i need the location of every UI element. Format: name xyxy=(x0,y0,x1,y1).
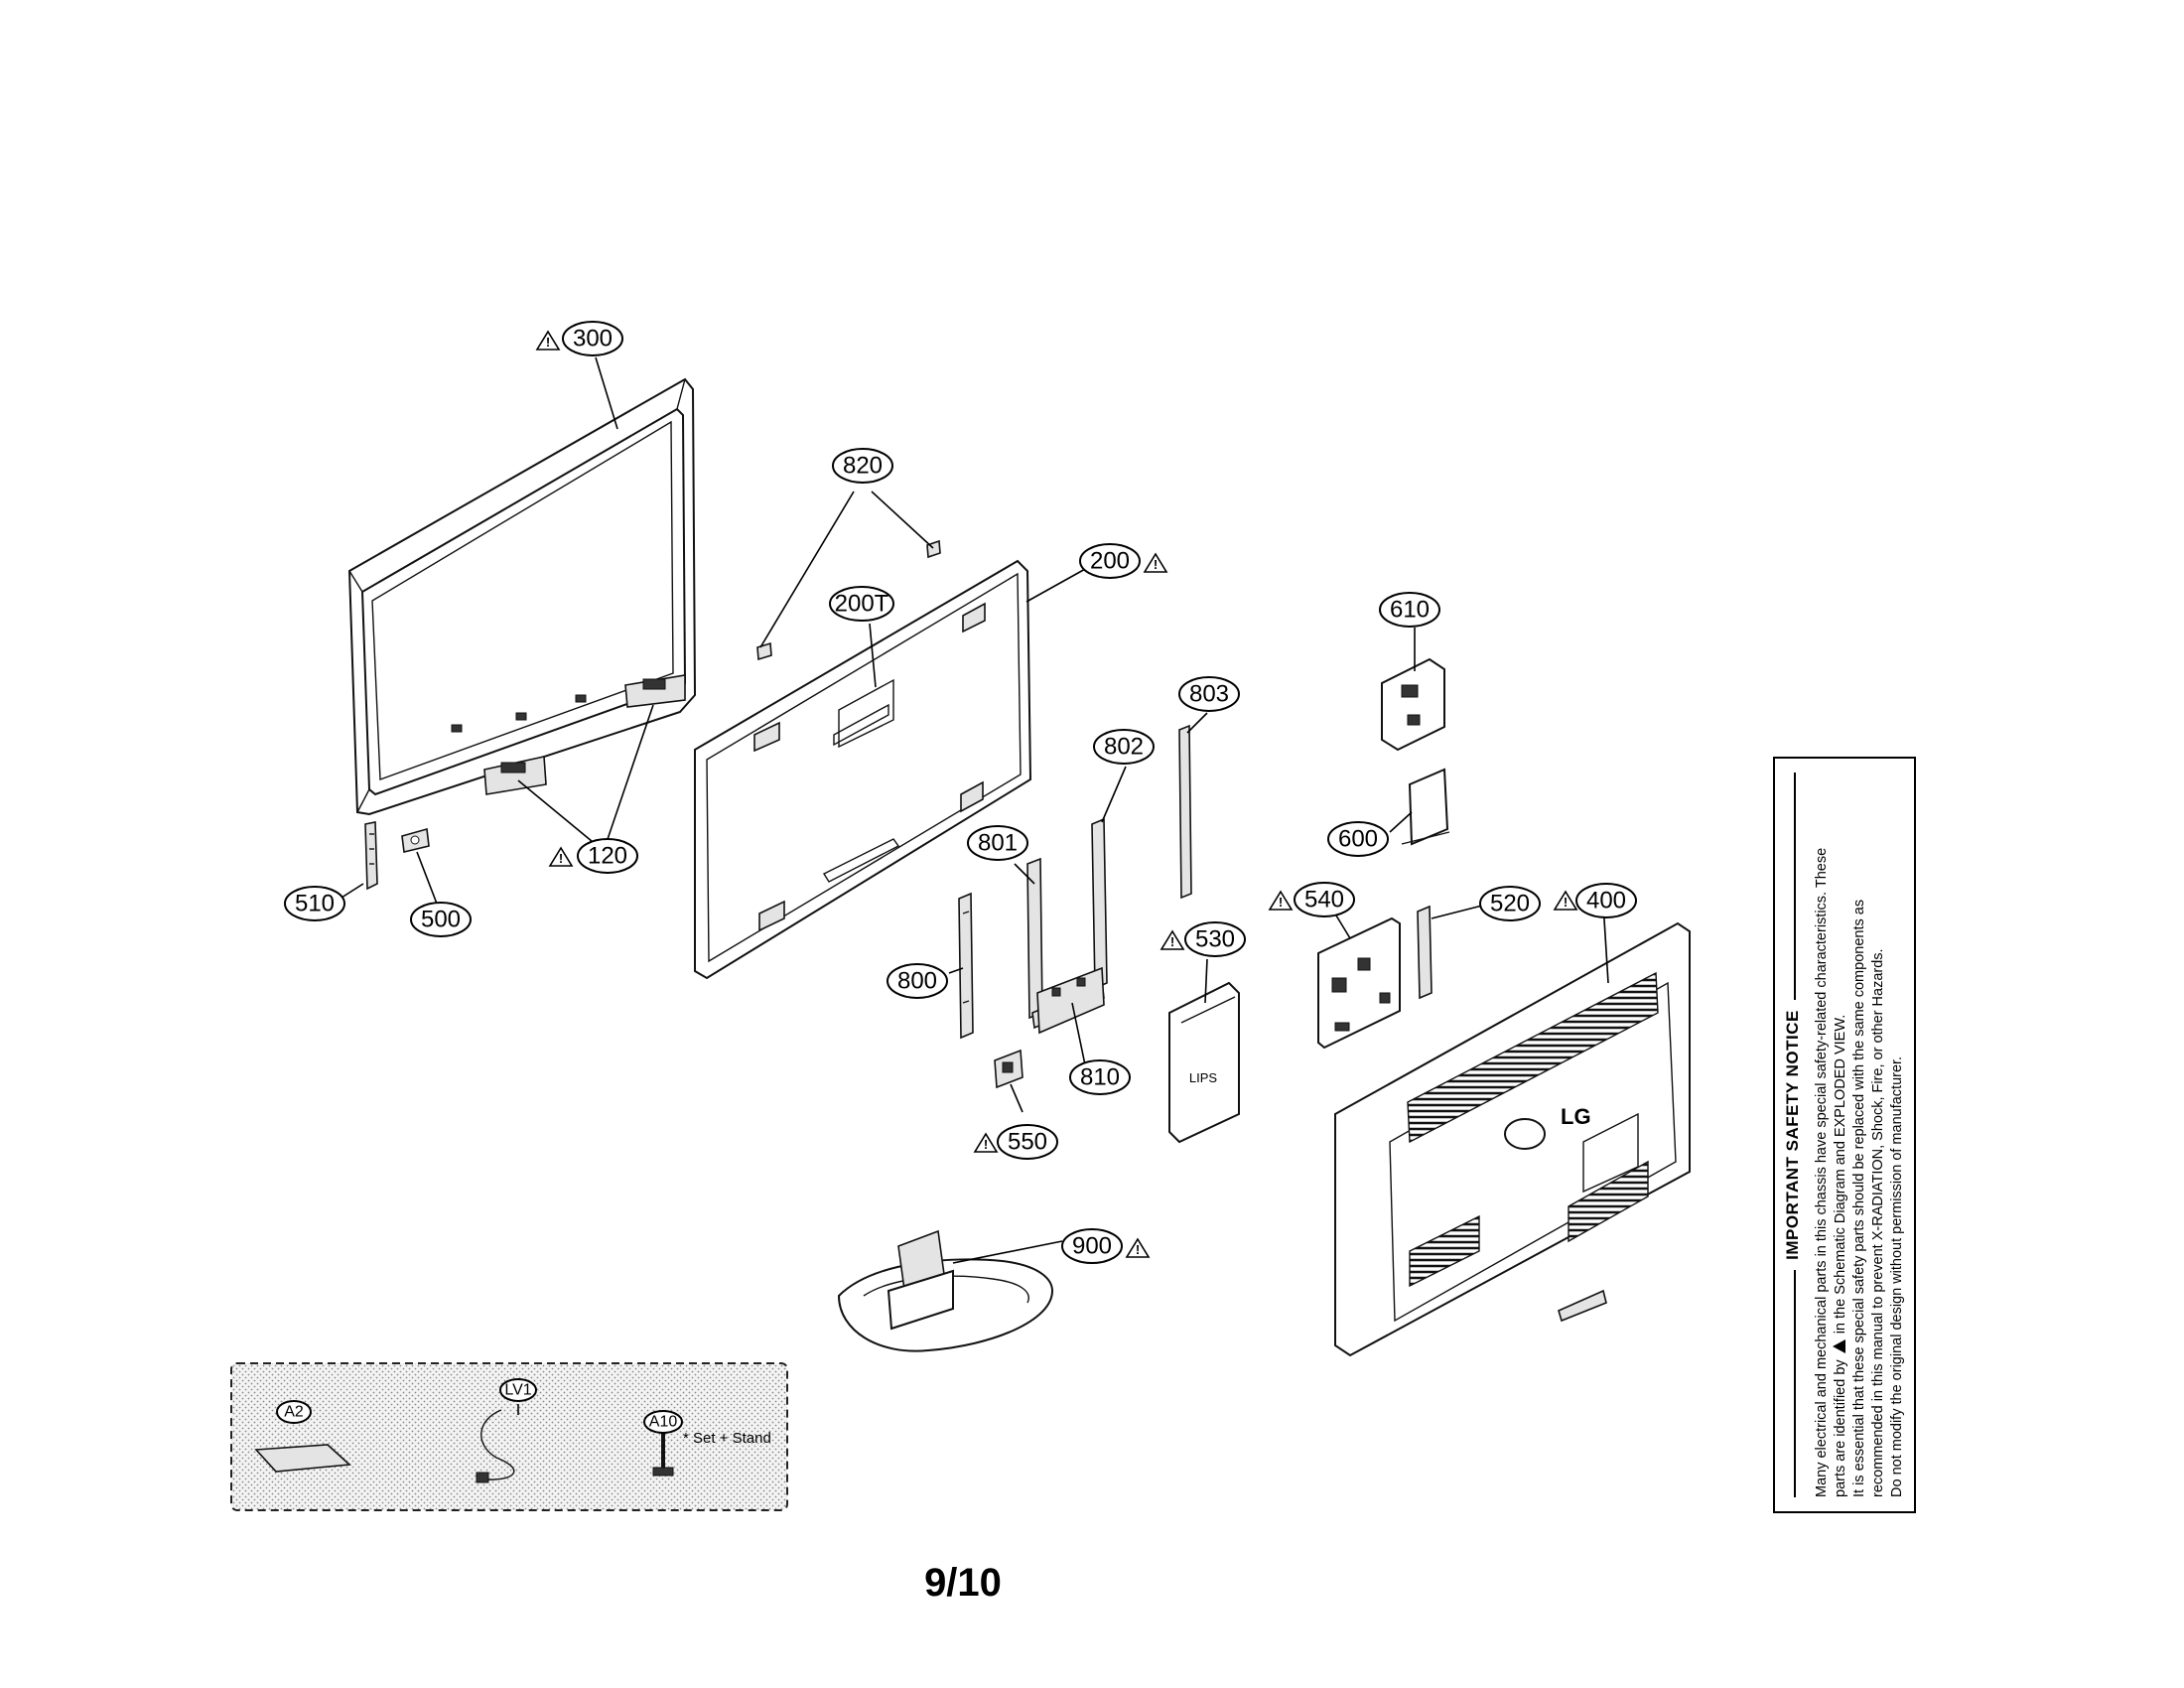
callout-600: 600 xyxy=(1327,821,1389,857)
svg-text:200: 200 xyxy=(1090,548,1130,575)
part-500 xyxy=(401,827,430,853)
svg-text:820: 820 xyxy=(843,453,883,480)
frame-810-part xyxy=(1036,966,1105,1035)
warning-triangle-icon xyxy=(1833,1339,1845,1354)
page-number: 9/10 xyxy=(924,1561,1002,1605)
svg-text:400: 400 xyxy=(1586,888,1626,914)
rear-cover-400-part: LG xyxy=(1334,921,1691,1357)
lcd-panel-part xyxy=(694,559,1032,980)
svg-text:803: 803 xyxy=(1189,681,1229,708)
svg-text:!: ! xyxy=(1136,1242,1140,1257)
accessories-box xyxy=(230,1362,788,1511)
callout-520: 520 xyxy=(1479,886,1541,921)
frame-802-part xyxy=(1091,817,1108,990)
stand-900-part xyxy=(837,1229,1054,1352)
callout-801: 801 xyxy=(967,825,1028,861)
part-520 xyxy=(1417,905,1433,1000)
control-key-part xyxy=(483,674,686,795)
callout-610: 610 xyxy=(1379,592,1440,628)
callout-800: 800 xyxy=(887,963,948,999)
rear-cover-logo: LG xyxy=(1561,1104,1591,1129)
frame-800-part xyxy=(958,892,974,1040)
callout-803: 803 xyxy=(1178,676,1240,712)
callout-400: ! 400 xyxy=(1553,883,1637,918)
svg-text:!: ! xyxy=(1279,895,1283,910)
safety-notice-title: IMPORTANT SAFETY NOTICE xyxy=(1783,759,1803,1511)
svg-text:120: 120 xyxy=(588,843,627,870)
safety-notice-box: IMPORTANT SAFETY NOTICE Many electrical … xyxy=(1773,757,1916,1513)
callout-A2: A2 xyxy=(276,1400,312,1424)
svg-text:520: 520 xyxy=(1490,891,1530,917)
svg-text:800: 800 xyxy=(897,968,937,995)
svg-text:900: 900 xyxy=(1072,1233,1112,1260)
speaker-550-part xyxy=(994,1049,1024,1089)
callout-540: ! 540 xyxy=(1268,882,1355,917)
callout-510: 510 xyxy=(284,886,345,921)
svg-text:300: 300 xyxy=(573,326,613,352)
svg-text:!: ! xyxy=(559,851,563,866)
main-board-540-part xyxy=(1317,916,1401,1050)
callout-530: ! 530 xyxy=(1160,921,1246,957)
part-510 xyxy=(364,821,378,891)
svg-text:801: 801 xyxy=(978,830,1018,857)
svg-text:!: ! xyxy=(1170,934,1174,949)
svg-text:200T: 200T xyxy=(835,591,889,618)
callout-550: ! 550 xyxy=(973,1124,1058,1160)
callout-LV1: LV1 xyxy=(499,1378,537,1402)
callout-A10: A10 xyxy=(643,1410,683,1434)
svg-text:!: ! xyxy=(984,1137,988,1152)
callout-500: 500 xyxy=(410,902,472,937)
frame-803-part xyxy=(1178,724,1192,900)
callout-200T: 200T xyxy=(829,586,894,622)
svg-text:!: ! xyxy=(546,335,550,350)
svg-text:!: ! xyxy=(1564,895,1568,910)
accessory-a2-part xyxy=(254,1444,351,1473)
callout-802: 802 xyxy=(1093,729,1155,765)
svg-text:802: 802 xyxy=(1104,734,1144,761)
psu-marking: LIPS xyxy=(1189,1070,1218,1085)
svg-text:610: 610 xyxy=(1390,597,1430,624)
power-supply-530-part: LIPS xyxy=(1168,981,1240,1144)
accessory-lv1-part xyxy=(480,1409,515,1480)
callout-120: ! 120 xyxy=(548,838,638,874)
front-bezel-part xyxy=(347,377,697,816)
svg-text:LV1: LV1 xyxy=(504,1382,531,1399)
accessory-note: * Set + Stand xyxy=(683,1430,771,1447)
svg-text:530: 530 xyxy=(1195,926,1235,953)
part-600 xyxy=(1401,768,1450,846)
callout-200: 200 ! xyxy=(1079,543,1168,579)
svg-text:510: 510 xyxy=(295,891,335,917)
svg-text:550: 550 xyxy=(1008,1129,1047,1156)
callout-820: 820 xyxy=(832,448,893,484)
safety-notice-body: Many electrical and mechanical parts in … xyxy=(1814,847,1905,1497)
callout-810: 810 xyxy=(1069,1059,1131,1095)
svg-text:A2: A2 xyxy=(284,1404,304,1421)
svg-text:!: ! xyxy=(1154,557,1158,572)
svg-text:810: 810 xyxy=(1080,1064,1120,1091)
part-610 xyxy=(1381,657,1445,752)
callout-300: ! 300 xyxy=(535,321,623,356)
svg-text:A10: A10 xyxy=(649,1414,678,1431)
callout-900: 900 ! xyxy=(1061,1228,1151,1264)
svg-text:500: 500 xyxy=(421,907,461,933)
svg-text:600: 600 xyxy=(1338,826,1378,853)
svg-text:540: 540 xyxy=(1304,887,1344,914)
